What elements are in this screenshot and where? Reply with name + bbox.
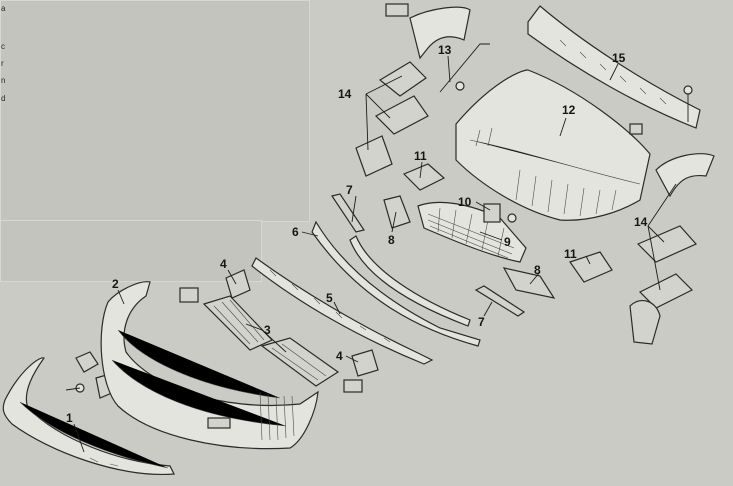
callout-14: 14: [338, 87, 352, 101]
callout-14: 14: [634, 215, 648, 229]
callout-2: 2: [112, 277, 119, 291]
part-spoiler-lip: [2, 357, 175, 476]
callout-labels: 1 2 3 4 4 5 6 7 7 8 8 9 10 11 11 12 13 1…: [66, 43, 648, 425]
part-wheel-liner: [355, 6, 715, 345]
callout-4: 4: [220, 257, 227, 271]
part-headlamp-mount: [383, 195, 556, 299]
edge-mark: r: [1, 59, 4, 68]
part-hood-hinge: [402, 163, 613, 283]
part-side-trim: [331, 193, 526, 317]
part-bumper-cover: [100, 281, 319, 450]
callout-7: 7: [478, 315, 485, 329]
edge-mark: n: [1, 76, 6, 85]
callout-11: 11: [414, 149, 427, 163]
part-lower-carrier: [251, 257, 434, 365]
edge-mark: d: [1, 94, 6, 103]
callout-4: 4: [336, 349, 343, 363]
callout-7: 7: [346, 183, 353, 197]
overlay-panel-lower: [0, 220, 262, 282]
callout-9: 9: [504, 235, 511, 249]
part-cowl-panel: [385, 3, 701, 135]
callout-11: 11: [564, 247, 577, 261]
callout-5: 5: [326, 291, 333, 305]
part-emblem: [483, 203, 517, 223]
edge-mark: c: [1, 42, 5, 51]
callout-13: 13: [438, 43, 452, 57]
callout-15: 15: [612, 51, 626, 65]
part-absorber: [202, 295, 340, 387]
overlay-panel: a c r n d: [0, 0, 310, 222]
callout-8: 8: [534, 263, 541, 277]
callout-6: 6: [292, 225, 299, 239]
callout-12: 12: [562, 103, 576, 117]
part-hood: [455, 69, 651, 221]
callout-8: 8: [388, 233, 395, 247]
part-trim-strip: [311, 220, 481, 347]
callout-10: 10: [458, 195, 472, 209]
part-grille: [417, 201, 527, 263]
part-support-rod: [439, 43, 490, 93]
callout-3: 3: [264, 323, 271, 337]
callout-1: 1: [66, 411, 73, 425]
edge-mark: a: [1, 4, 6, 13]
leader-lines: [73, 55, 677, 453]
